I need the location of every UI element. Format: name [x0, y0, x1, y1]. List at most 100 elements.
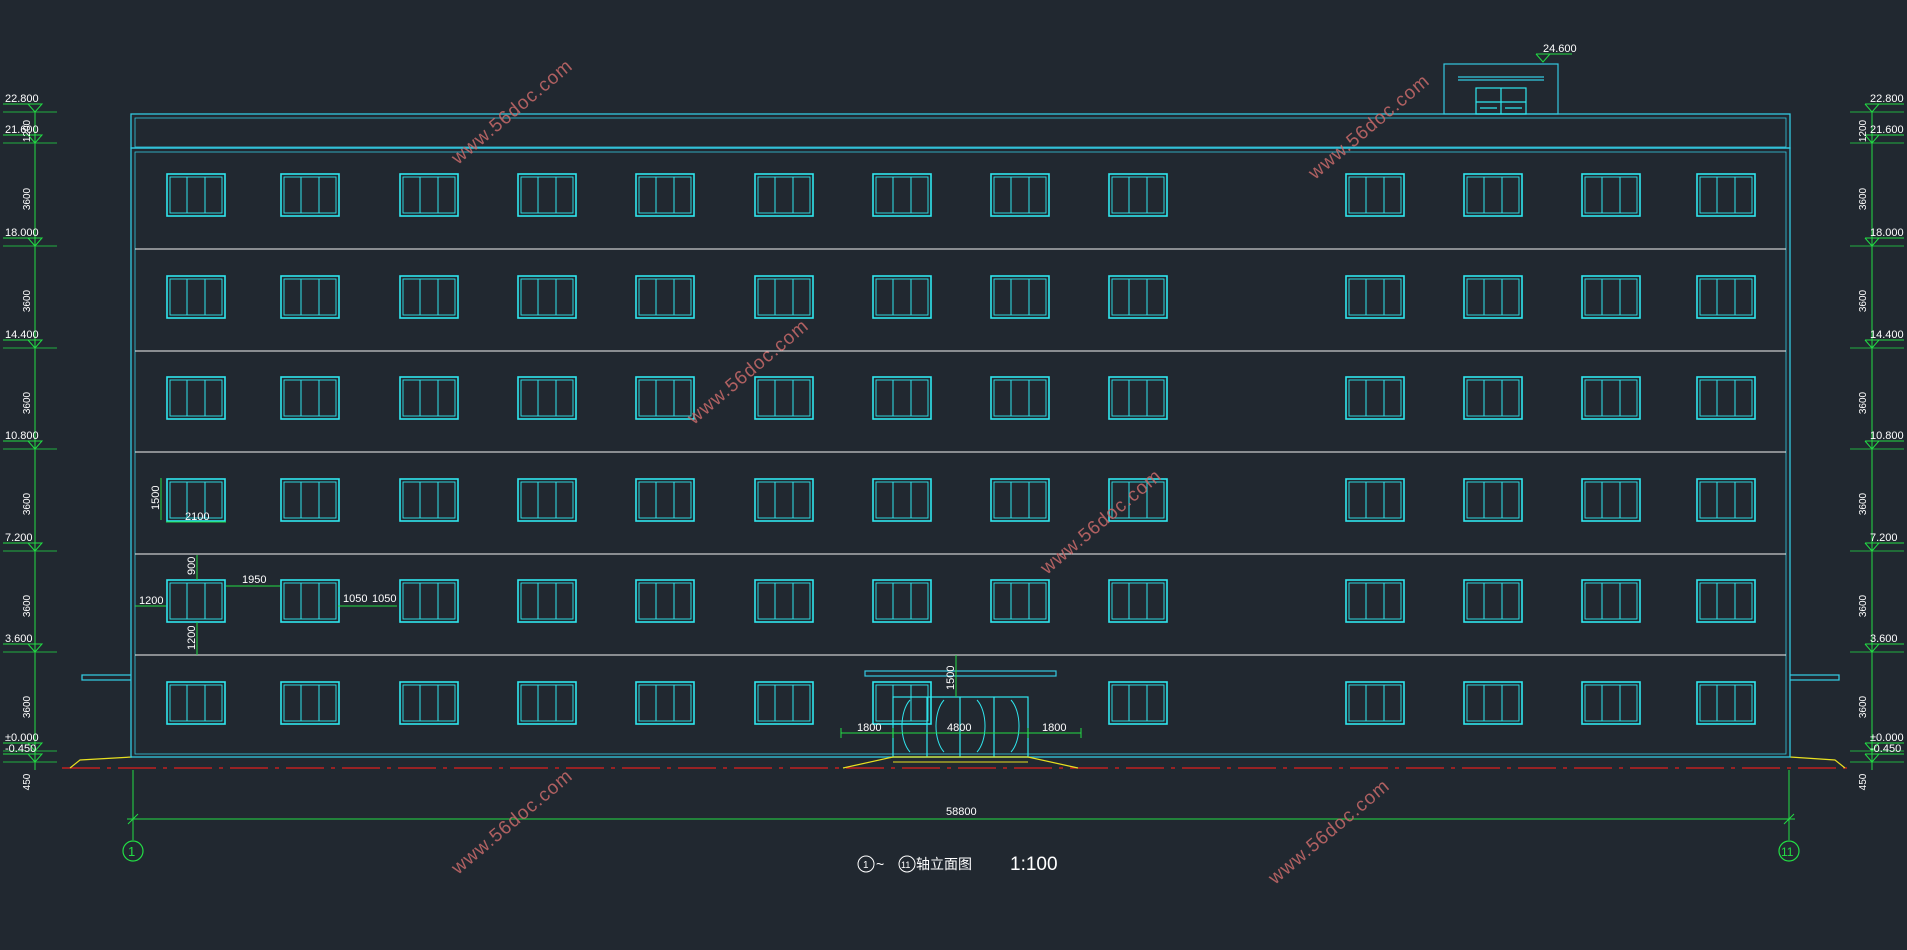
- window: [280, 681, 340, 725]
- axis-bubble-right: 11: [1778, 840, 1800, 862]
- watermark-3: www.56doc.com: [683, 315, 813, 429]
- window: [399, 478, 459, 522]
- level-marker: 7.200: [3, 532, 57, 552]
- window-sill-above-dim: 900: [186, 557, 198, 575]
- window: [280, 173, 340, 217]
- window: [517, 478, 577, 522]
- window: [1696, 173, 1756, 217]
- window: [1108, 173, 1168, 217]
- window: [1108, 478, 1168, 522]
- window-sill-below-dim: 1200: [186, 626, 198, 650]
- window: [1463, 681, 1523, 725]
- window: [517, 376, 577, 420]
- window: [1463, 275, 1523, 319]
- window: [754, 478, 814, 522]
- svg-text:1: 1: [128, 844, 135, 859]
- svg-text:11: 11: [1781, 845, 1794, 859]
- window: [1581, 681, 1641, 725]
- window-height-dim: 1500: [150, 486, 162, 510]
- storey-height-label: 3600: [22, 289, 33, 312]
- window-gap-dim: 1950: [242, 574, 266, 586]
- level-label: 3.600: [5, 633, 33, 645]
- window: [1696, 376, 1756, 420]
- level-label: 18.000: [1870, 227, 1904, 239]
- window: [399, 173, 459, 217]
- window-dimensions: [135, 478, 397, 655]
- window: [399, 681, 459, 725]
- window: [635, 681, 695, 725]
- entrance-side-right-dim: 1800: [1042, 722, 1066, 734]
- level-marker: -0.450: [3, 743, 57, 763]
- storey-height-label: 3600: [22, 695, 33, 718]
- storey-height-label: 1200: [22, 119, 33, 142]
- window: [280, 478, 340, 522]
- storey-height-label: 3600: [22, 391, 33, 414]
- axis-bubble-left: 1: [122, 840, 144, 862]
- level-label: 7.200: [1870, 532, 1898, 544]
- window: [1108, 579, 1168, 623]
- window: [635, 579, 695, 623]
- level-marker: -0.450: [1850, 743, 1904, 763]
- level-label: 21.600: [5, 124, 39, 136]
- window: [1696, 579, 1756, 623]
- window: [517, 173, 577, 217]
- window: [754, 681, 814, 725]
- caption-tilde: ~: [876, 856, 884, 872]
- window: [990, 173, 1050, 217]
- watermark-2: www.56doc.com: [1304, 70, 1434, 184]
- window: [399, 275, 459, 319]
- window: [635, 173, 695, 217]
- window: [872, 579, 932, 623]
- window: [872, 376, 932, 420]
- window: [399, 376, 459, 420]
- window: [399, 579, 459, 623]
- window: [754, 579, 814, 623]
- level-label: ±0.000: [5, 732, 39, 744]
- entrance-dimensions: [840, 655, 1082, 738]
- level-label: 22.800: [1870, 93, 1904, 105]
- level-label: ±0.000: [1870, 732, 1904, 744]
- window: [280, 376, 340, 420]
- storey-height-label: 450: [1858, 773, 1869, 790]
- window: [280, 579, 340, 623]
- window: [1463, 579, 1523, 623]
- level-label: 10.800: [1870, 430, 1904, 442]
- window: [166, 579, 226, 623]
- storey-height-label: 1200: [1858, 119, 1869, 142]
- window: [872, 275, 932, 319]
- floor-lines: [135, 248, 1786, 656]
- storey-height-label: 3600: [1858, 492, 1869, 515]
- window: [166, 681, 226, 725]
- entrance-door-width-dim: 4800: [947, 722, 971, 734]
- storey-height-label: 3600: [1858, 695, 1869, 718]
- window: [1581, 376, 1641, 420]
- drawing-caption: 1 ~ 11 轴立面图 1:100: [857, 854, 1058, 875]
- level-marker: 22.800: [3, 93, 57, 113]
- level-marker: 14.400: [3, 329, 57, 349]
- window: [872, 478, 932, 522]
- roof-level-label: 24.600: [1543, 43, 1577, 55]
- window: [1463, 376, 1523, 420]
- window: [872, 173, 932, 217]
- window: [635, 275, 695, 319]
- level-marker: 18.000: [1850, 227, 1904, 247]
- overall-dimension-label: 58800: [946, 806, 977, 818]
- roof-level-marker: 24.600: [1535, 43, 1577, 63]
- storey-height-label: 3600: [1858, 594, 1869, 617]
- storey-height-label: 3600: [1858, 289, 1869, 312]
- storey-height-label: 3600: [22, 187, 33, 210]
- window: [1581, 173, 1641, 217]
- window: [990, 478, 1050, 522]
- level-label: 10.800: [5, 430, 39, 442]
- window: [1345, 579, 1405, 623]
- storey-height-label: 450: [22, 773, 33, 790]
- level-marker: 14.400: [1850, 329, 1904, 349]
- window-pier-b-dim: 1050: [372, 593, 396, 605]
- window-pier-a-dim: 1050: [343, 593, 367, 605]
- level-marker: 21.600: [3, 124, 57, 144]
- window: [280, 275, 340, 319]
- window: [517, 275, 577, 319]
- level-label: 14.400: [1870, 329, 1904, 341]
